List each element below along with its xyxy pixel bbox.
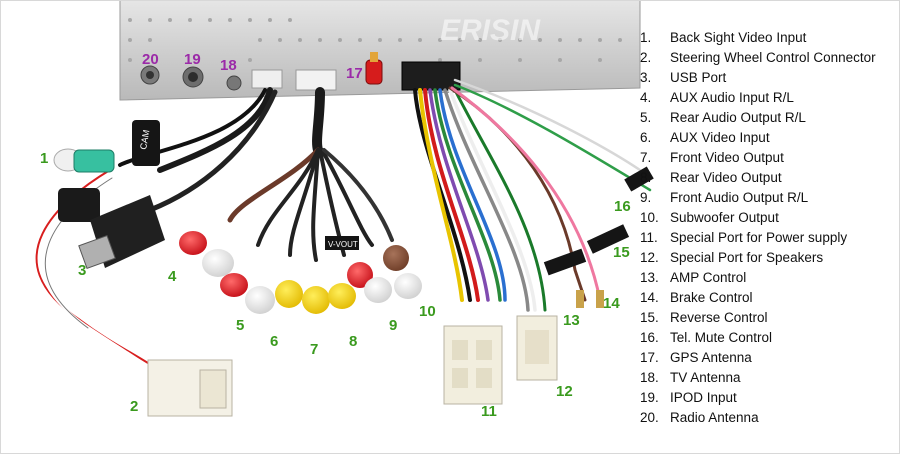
legend-item-label: Tel. Mute Control	[670, 330, 773, 345]
head-unit-chassis: ERISIN	[119, 0, 641, 101]
legend-item-number: 20.	[640, 410, 659, 425]
legend-item-number: 6.	[640, 130, 652, 145]
legend-item: 9. Front Audio Output R/L	[640, 190, 808, 205]
callout-numbers: 1 2 3 4 5 6 7 8 9 10 11 12 13 14 15 16 1…	[40, 51, 631, 420]
legend-item: 4. AUX Audio Input R/L	[640, 90, 794, 105]
legend-item: 6. AUX Video Input	[640, 130, 770, 145]
legend-item-label: Reverse Control	[670, 310, 768, 325]
legend-item-number: 3.	[640, 70, 652, 85]
legend-item-number: 5.	[640, 110, 652, 125]
legend-item-number: 16.	[640, 330, 659, 345]
legend-item: 7. Front Video Output	[640, 150, 784, 165]
cam-tag: CAM	[138, 129, 151, 150]
callout-7: 7	[310, 341, 318, 358]
legend-item-number: 8.	[640, 170, 652, 185]
legend-item: 5. Rear Audio Output R/L	[640, 110, 806, 125]
legend-item-number: 7.	[640, 150, 652, 165]
legend-item-number: 15.	[640, 310, 659, 325]
legend-item-number: 11.	[640, 230, 658, 245]
legend-item: 20. Radio Antenna	[640, 410, 759, 425]
legend-item: 8. Rear Video Output	[640, 170, 782, 185]
legend-item-label: Radio Antenna	[670, 410, 759, 425]
legend-item-number: 13.	[640, 270, 659, 285]
legend-item: 11. Special Port for Power supply	[640, 230, 847, 245]
legend-item: 17. GPS Antenna	[640, 350, 752, 365]
legend-item-number: 1.	[640, 30, 652, 45]
control-wire-tags	[543, 166, 654, 308]
connector-power-supply	[443, 325, 503, 405]
legend-item-label: IPOD Input	[670, 390, 737, 405]
legend-item: 19. IPOD Input	[640, 390, 737, 405]
legend-item-number: 10.	[640, 210, 659, 225]
legend-item-label: Rear Audio Output R/L	[670, 110, 806, 125]
callout-15: 15	[613, 244, 630, 261]
legend-item-label: USB Port	[670, 70, 727, 85]
callout-9: 9	[389, 317, 397, 334]
legend-item-number: 18.	[640, 370, 659, 385]
legend-item-label: Brake Control	[670, 290, 753, 305]
legend-item: 3. USB Port	[640, 70, 726, 85]
callout-20: 20	[142, 51, 159, 68]
rca-plugs: V-VOUT	[179, 231, 422, 314]
vout-tag: V-VOUT	[328, 240, 358, 249]
callout-14: 14	[603, 295, 620, 312]
legend-item-number: 2.	[640, 50, 652, 65]
connector-speakers	[516, 315, 558, 381]
legend-item-label: AUX Video Input	[670, 130, 770, 145]
legend-item: 14. Brake Control	[640, 290, 753, 305]
legend-item: 16. Tel. Mute Control	[640, 330, 772, 345]
legend-item-label: Special Port for Speakers	[670, 250, 824, 265]
legend-item: 18. TV Antenna	[640, 370, 741, 385]
legend-item: 15. Reverse Control	[640, 310, 768, 325]
legend-item: 2. Steering Wheel Control Connector	[640, 50, 876, 65]
legend-item-label: Steering Wheel Control Connector	[670, 50, 876, 65]
legend-item-label: Front Video Output	[670, 150, 784, 165]
callout-19: 19	[184, 51, 201, 68]
legend-item-label: AMP Control	[670, 270, 747, 285]
legend-item-label: Back Sight Video Input	[670, 30, 807, 45]
callout-13: 13	[563, 312, 580, 329]
legend-item: 10. Subwoofer Output	[640, 210, 779, 225]
connector-usb-port	[58, 188, 165, 270]
callout-3: 3	[78, 262, 86, 279]
callout-11: 11	[481, 403, 497, 420]
callout-2: 2	[130, 398, 138, 415]
connector-steering-wheel	[147, 359, 233, 417]
callout-12: 12	[556, 383, 573, 400]
callout-10: 10	[419, 303, 436, 320]
legend-item-label: Subwoofer Output	[670, 210, 779, 225]
legend-item-number: 19.	[640, 390, 659, 405]
legend-item-label: Rear Video Output	[670, 170, 782, 185]
legend-item: 1. Back Sight Video Input	[640, 30, 806, 45]
callout-17: 17	[346, 65, 363, 82]
legend-item: 12. Special Port for Speakers	[640, 250, 823, 265]
callout-5: 5	[236, 317, 244, 334]
legend-item-label: GPS Antenna	[670, 350, 752, 365]
callout-18: 18	[220, 57, 237, 74]
callout-4: 4	[168, 268, 177, 285]
callout-1: 1	[40, 150, 48, 167]
connector-camera-input: CAM	[53, 120, 160, 173]
legend-item-number: 14.	[640, 290, 659, 305]
legend-item-number: 4.	[640, 90, 652, 105]
wire-bundle	[35, 78, 652, 387]
legend-item-label: TV Antenna	[670, 370, 741, 385]
legend-item-number: 9.	[640, 190, 652, 205]
callout-8: 8	[349, 333, 357, 350]
legend-item-label: Special Port for Power supply	[670, 230, 848, 245]
callout-6: 6	[270, 333, 278, 350]
brand-watermark: ERISIN	[440, 14, 541, 47]
legend-item: 13. AMP Control	[640, 270, 746, 285]
callout-16: 16	[614, 198, 631, 215]
legend-item-label: Front Audio Output R/L	[670, 190, 809, 205]
legend-item-number: 17.	[640, 350, 659, 365]
legend-item-number: 12.	[640, 250, 659, 265]
legend-item-label: AUX Audio Input R/L	[670, 90, 794, 105]
